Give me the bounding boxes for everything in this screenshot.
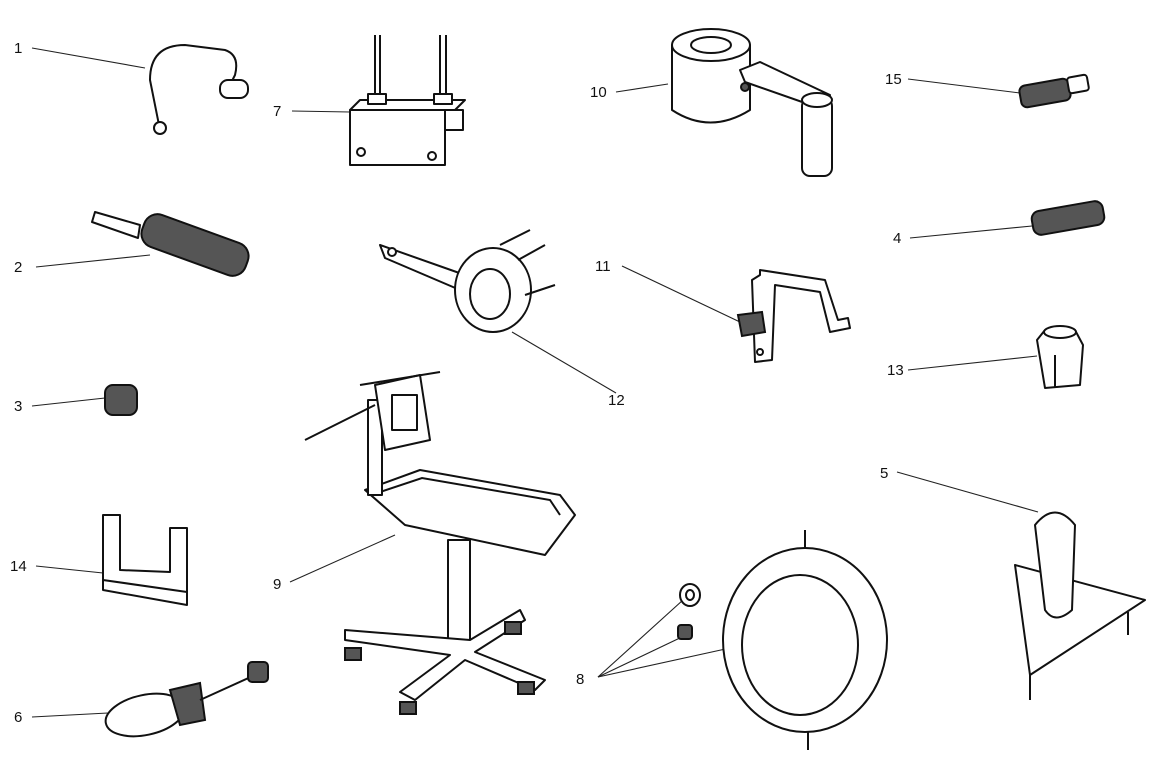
tool-12-holding-ring (379, 229, 556, 333)
callout-15: 15 (885, 71, 902, 88)
callout-14: 14 (10, 558, 27, 575)
callout-13: 13 (887, 362, 904, 379)
callout-3: 3 (14, 398, 22, 415)
tool-1-hook-wrench (148, 43, 249, 135)
callout-11: 11 (595, 258, 611, 275)
tool-3-socket (104, 384, 138, 416)
leader-lines (31, 47, 1039, 718)
tool-11-bracket (736, 269, 851, 363)
tool-9-engine-stand (304, 371, 576, 715)
callout-6: 6 (14, 709, 22, 726)
tool-13-slotted-socket (1036, 325, 1084, 389)
tool-10-ring-wrench (671, 28, 833, 177)
tool-4-threaded-adapter (1030, 200, 1106, 236)
callout-12: 12 (608, 392, 625, 409)
callout-8: 8 (576, 671, 584, 688)
callout-5: 5 (880, 465, 888, 482)
tool-7-pin-plate (349, 35, 466, 166)
tool-5-tripod-stand (1014, 511, 1146, 700)
callout-4: 4 (893, 230, 901, 247)
tool-2-handle-driver (91, 211, 250, 277)
callout-7: 7 (273, 103, 281, 120)
tool-14-u-bracket (102, 514, 188, 606)
tool-8-ring-set (677, 530, 888, 750)
tool-15-threaded-adapter (1018, 73, 1090, 109)
tool-6-strap-wrench (104, 661, 269, 738)
callout-10: 10 (590, 84, 607, 101)
callout-2: 2 (14, 259, 22, 276)
callout-1: 1 (14, 40, 22, 57)
callout-9: 9 (273, 576, 281, 593)
